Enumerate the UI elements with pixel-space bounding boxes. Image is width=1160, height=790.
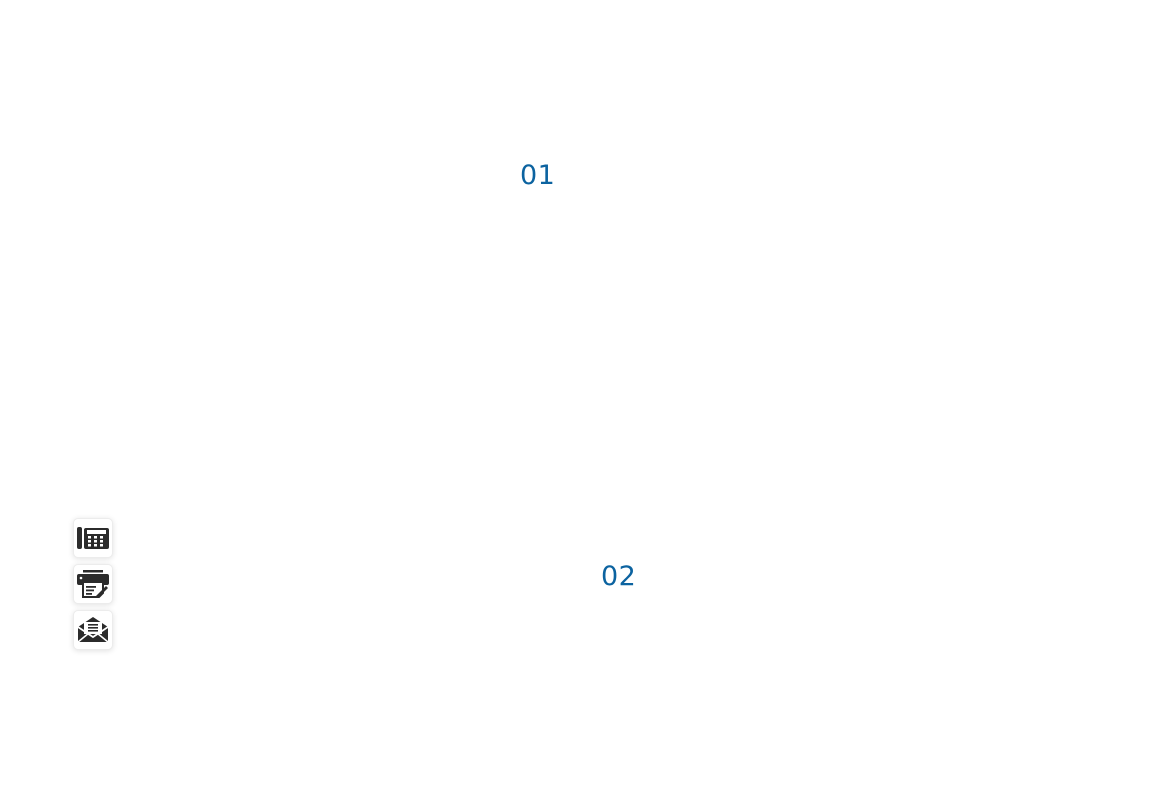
email-icon (77, 617, 109, 643)
email-button[interactable] (73, 610, 113, 650)
step-number-01: 01 (520, 160, 556, 191)
phone-button[interactable] (73, 518, 113, 558)
step-number-02: 02 (601, 561, 637, 592)
phone-icon (77, 527, 109, 549)
contact-sidebar (73, 518, 113, 650)
fax-button[interactable] (73, 564, 113, 604)
fax-icon (77, 570, 109, 598)
